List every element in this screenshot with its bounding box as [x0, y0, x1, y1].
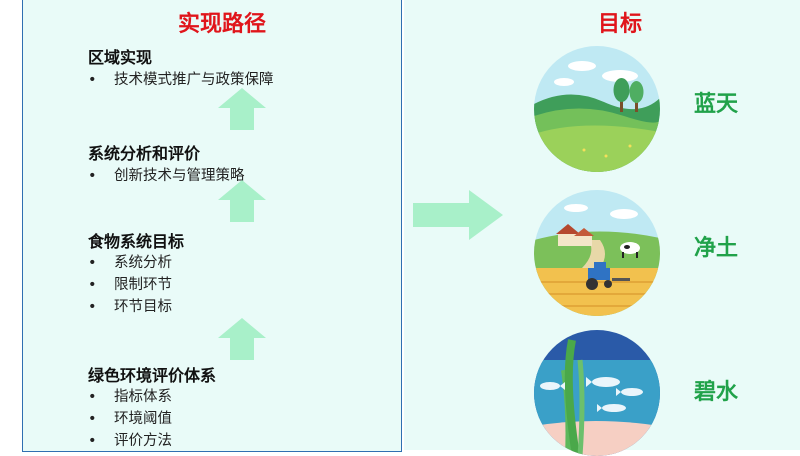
bullet-item: •环节目标: [88, 299, 172, 315]
sky-landscape-icon: [534, 46, 660, 172]
pathway-panel: [22, 0, 402, 452]
right-arrow-icon: [413, 190, 503, 240]
up-arrow-icon: [218, 88, 266, 130]
farmland-icon: [534, 190, 660, 316]
water-fish-icon: [534, 330, 660, 456]
bullet-item: •限制环节: [88, 277, 172, 293]
section-title-regional: 区域实现: [88, 48, 153, 67]
section-title-food-system: 食物系统目标: [88, 232, 185, 251]
bullet-item: •指标体系: [88, 389, 172, 405]
section-title-system-analysis: 系统分析和评价: [88, 144, 201, 163]
bullet-item: •创新技术与管理策略: [88, 168, 245, 184]
bullet-item: •评价方法: [88, 433, 172, 449]
pathway-title: 实现路径: [178, 12, 267, 37]
up-arrow-icon: [218, 318, 266, 360]
goal-label-blue-sky: 蓝天: [694, 92, 739, 117]
bullet-item: •技术模式推广与政策保障: [88, 72, 274, 88]
bullet-item: •环境阈值: [88, 411, 172, 427]
section-title-green-evaluation: 绿色环境评价体系: [88, 366, 217, 385]
goal-label-clean-soil: 净土: [694, 236, 739, 261]
bullet-item: •系统分析: [88, 255, 172, 271]
up-arrow-icon: [218, 180, 266, 222]
goals-title: 目标: [598, 12, 643, 37]
goal-label-clear-water: 碧水: [694, 380, 739, 405]
